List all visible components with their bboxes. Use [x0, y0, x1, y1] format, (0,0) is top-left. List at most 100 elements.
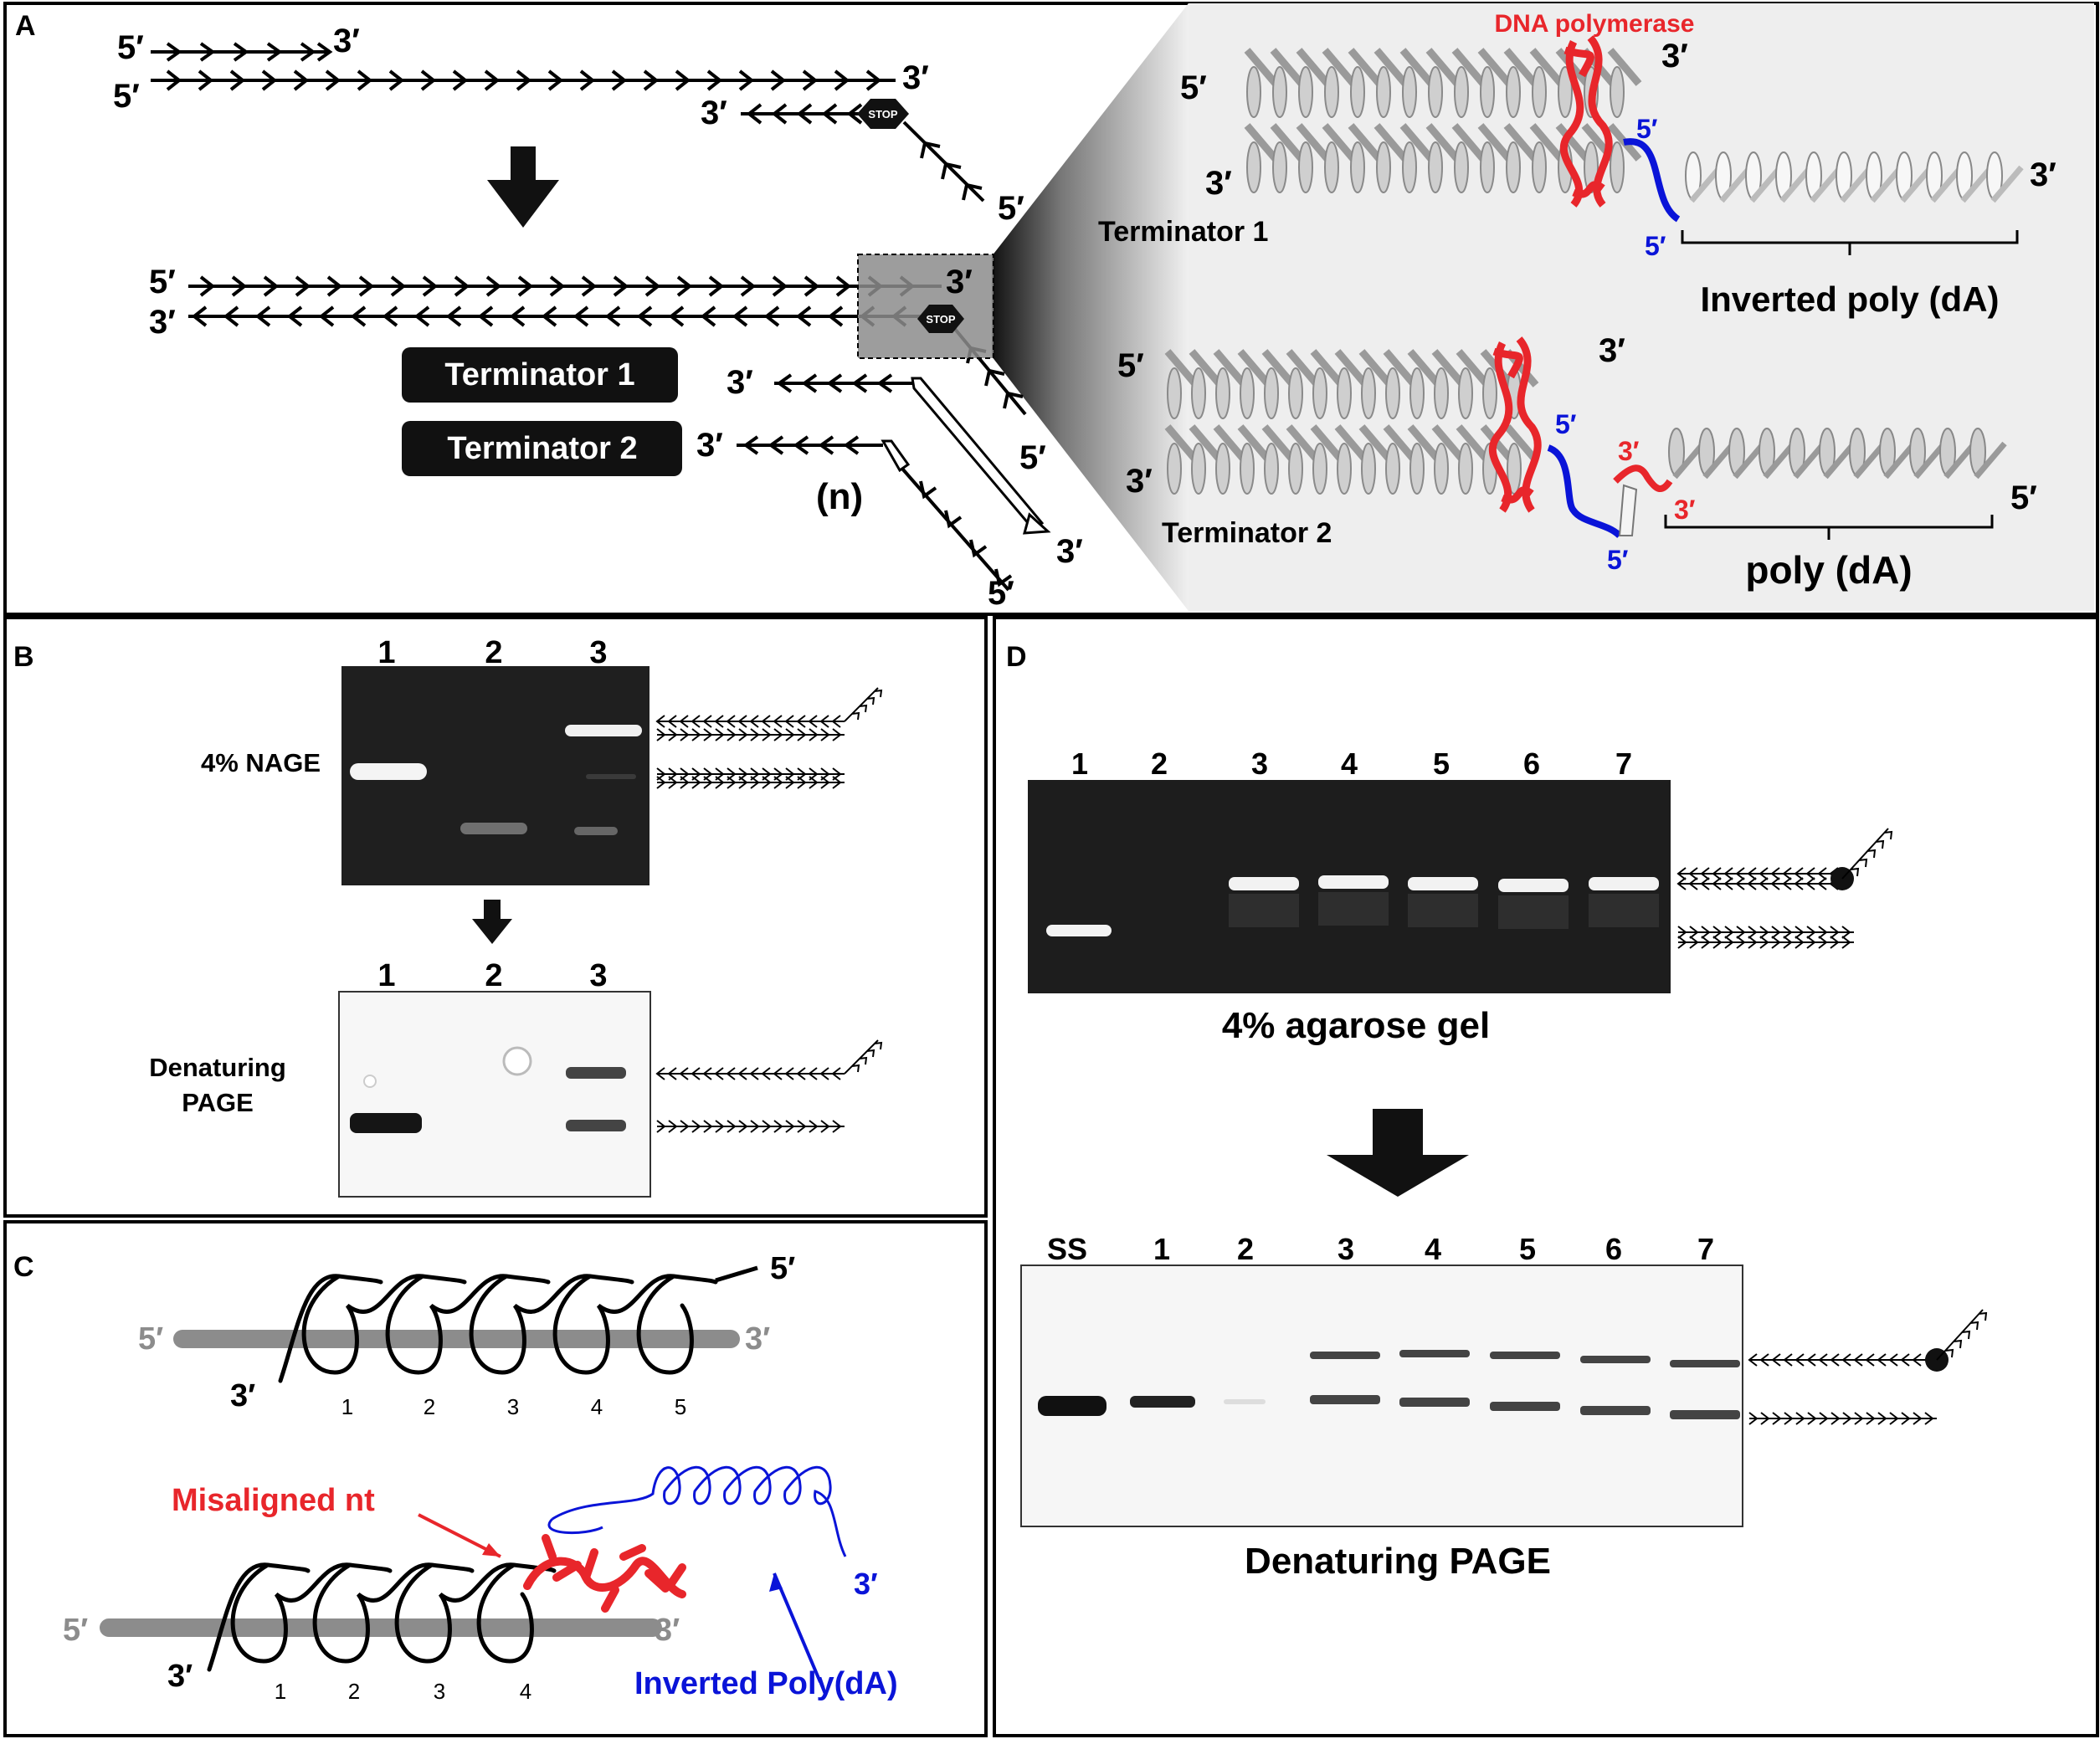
helix-bar: [1270, 123, 1305, 162]
polyda-label: poly (dA): [1745, 548, 1912, 592]
helix-base: [1402, 66, 1417, 118]
helix-bar: [1310, 349, 1345, 387]
helix-base: [1454, 66, 1469, 118]
strand-tail: [844, 687, 883, 722]
helix-base: [1167, 367, 1182, 419]
helix-base: [1610, 141, 1625, 193]
blue-linker-2: [1547, 444, 1622, 539]
strand-icon: [655, 715, 845, 728]
label-3prime-red: 3′: [1618, 436, 1640, 466]
helix-bar: [1244, 123, 1279, 162]
turn-number: 1: [341, 1394, 353, 1419]
helix-base: [1246, 66, 1261, 118]
lane-label: 1: [377, 958, 395, 993]
gel-denaturing-label-box: Denaturing PAGE: [149, 1053, 286, 1117]
primer-strand-short: [151, 42, 333, 62]
label-5prime: 5′: [988, 575, 1014, 612]
label-3prime-blue: 3′: [854, 1567, 878, 1601]
linker-base: [1618, 484, 1638, 536]
label-3prime: 3′: [701, 95, 727, 131]
helix-base: [1191, 367, 1206, 419]
strand-icon: [1677, 936, 1854, 949]
helix-bar: [1358, 349, 1394, 387]
bracket-2: [1664, 515, 1994, 540]
lane-label: 2: [485, 958, 502, 993]
helix-bar: [1334, 424, 1369, 463]
helix-base: [1246, 141, 1261, 193]
label-3prime: 3′: [1126, 463, 1153, 500]
panel-c-frame: [3, 1220, 988, 1737]
strand-icon: [1677, 926, 1854, 939]
inverted-polyda-label: Inverted poly (dA): [1700, 280, 1999, 319]
turn-number: 2: [424, 1394, 435, 1419]
terminator-2-label: Terminator 2: [447, 431, 637, 466]
label-5prime-blue: 5′: [1555, 409, 1577, 439]
helix-base: [1361, 367, 1376, 419]
helix-bar: [1237, 424, 1272, 463]
blue-linker-1: [1623, 138, 1681, 223]
helix-base: [1409, 367, 1425, 419]
helix-base: [1506, 66, 1521, 118]
label-5prime: 5′: [63, 1613, 88, 1648]
helix-base: [1506, 141, 1521, 193]
extended-strand: [188, 275, 942, 297]
gel-band: [565, 725, 642, 736]
lane-label: 2: [1237, 1232, 1254, 1266]
label-3prime: 3′: [655, 1613, 680, 1648]
strand-icon: [656, 767, 845, 781]
down-arrow: [472, 900, 512, 944]
strand-tail: [844, 1039, 883, 1075]
helix-bar: [1270, 48, 1305, 86]
helix-bar: [1334, 349, 1369, 387]
gel-artifact: [363, 1075, 377, 1088]
gel-denaturing-label: Denaturing PAGE: [149, 1053, 286, 1117]
helix-base: [1458, 367, 1473, 419]
gel-band: [566, 1067, 626, 1079]
inverted-polyda-arrowhead: [769, 1573, 783, 1592]
helix-bar: [1431, 349, 1466, 387]
label-5prime-blue: 5′: [1645, 231, 1666, 261]
strand-icon: [1748, 1412, 1937, 1425]
helix-bar: [1974, 441, 2007, 480]
strand-icon: [1676, 867, 1842, 880]
label-5prime-blue: 5′: [1636, 114, 1658, 144]
helix-base: [1240, 443, 1255, 495]
gel-band: [460, 823, 527, 834]
inverted-polyda-coil: [547, 1465, 847, 1557]
stop-sign: STOP: [857, 99, 909, 129]
helix-base: [1454, 141, 1469, 193]
label-3prime-red: 3′: [1674, 495, 1696, 525]
lane-label: 4: [1341, 746, 1358, 781]
inverted-polyda-arrow: [773, 1572, 822, 1683]
gel-band: [1046, 925, 1112, 936]
lane-label: 3: [589, 958, 607, 993]
gel-smear: [1318, 892, 1389, 926]
zoom-duplex-terminator-2: [1164, 349, 1539, 495]
helix-base: [1288, 443, 1303, 495]
terminator-1-label: Terminator 1: [444, 357, 634, 392]
page-strand-icons: [655, 1039, 883, 1133]
turn-number: 2: [348, 1679, 360, 1704]
helix-base: [1298, 66, 1313, 118]
helix-base: [1312, 443, 1327, 495]
inverted-polyda-label: Inverted Poly(dA): [634, 1666, 898, 1701]
helix-bar: [1348, 123, 1383, 162]
helix-base: [1376, 66, 1391, 118]
helix-bar: [1504, 424, 1539, 463]
strand-chevrons: [746, 103, 863, 125]
helix-base: [1482, 367, 1497, 419]
coil-numbers-top: 1 2 3 4 5: [341, 1394, 686, 1419]
helix-bar: [1261, 349, 1296, 387]
polymerase-label: DNA polymerase: [1495, 10, 1695, 38]
gel-band: [1490, 1402, 1560, 1411]
gel-band: [1490, 1352, 1560, 1359]
gel-band: [1498, 879, 1569, 892]
gel-band: [1224, 1399, 1266, 1404]
label-3prime: 3′: [1661, 38, 1688, 74]
strand-icon: [656, 1120, 845, 1133]
dna-polymerase-2: [1488, 336, 1542, 513]
helix-bar: [1431, 424, 1466, 463]
helix-base: [1215, 443, 1230, 495]
gel-band: [1399, 1350, 1470, 1357]
helix-bar: [1451, 48, 1486, 86]
